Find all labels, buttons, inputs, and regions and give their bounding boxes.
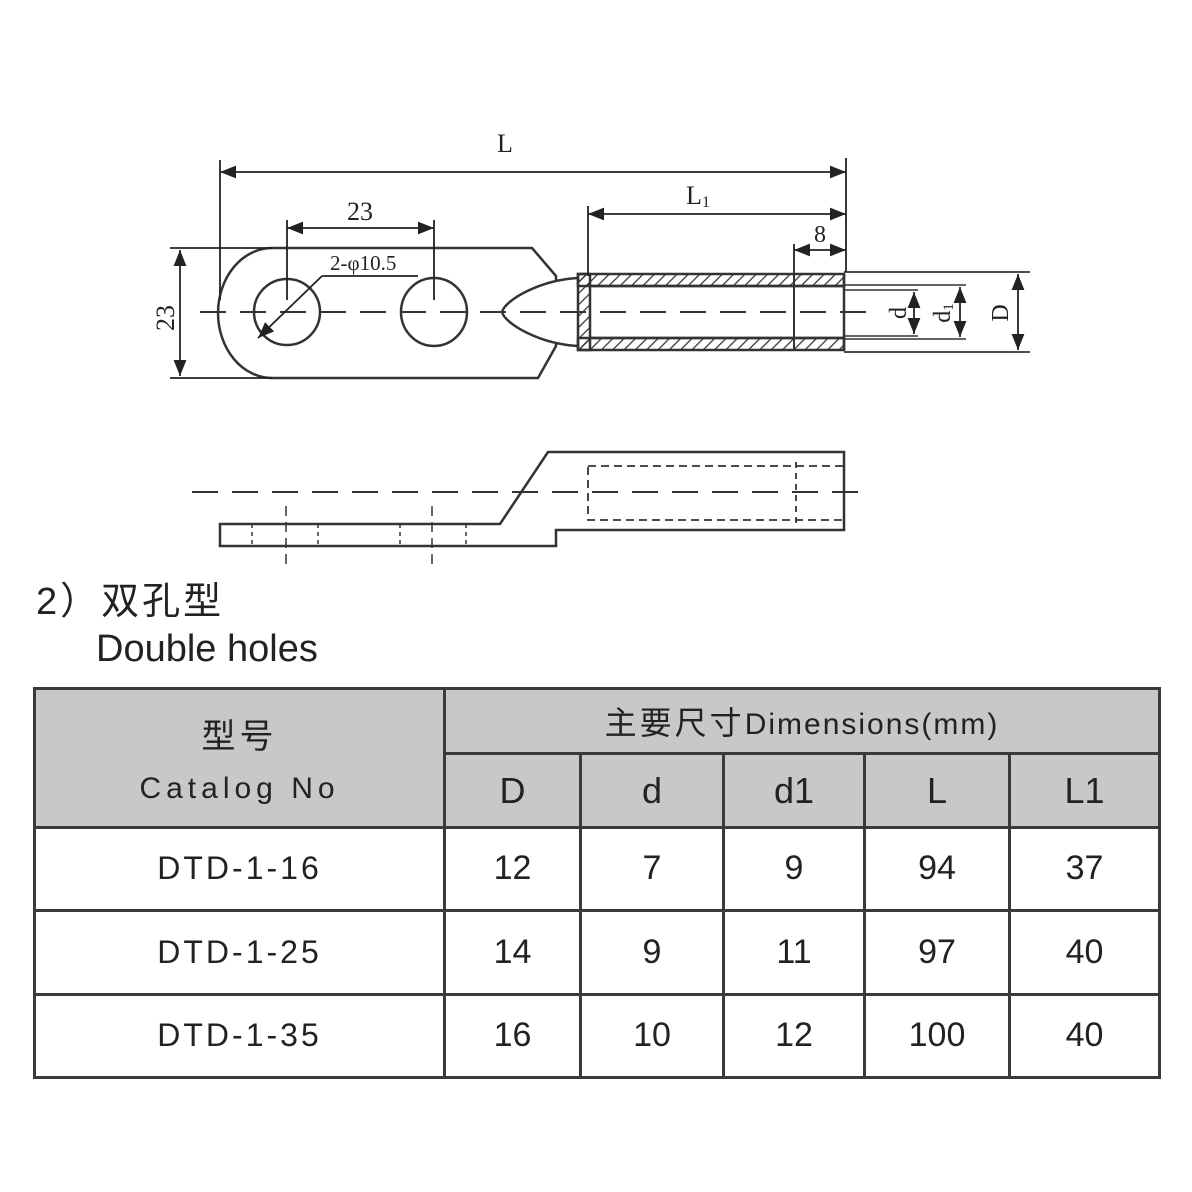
value-cell: 14 bbox=[443, 909, 582, 996]
table-row: DTD-1-25 14 9 11 97 40 bbox=[33, 909, 1162, 996]
col-header-L1: L1 bbox=[1007, 752, 1162, 829]
value-cell: 97 bbox=[863, 909, 1011, 996]
side-bore bbox=[587, 465, 845, 521]
value-cell: 10 bbox=[579, 992, 725, 1080]
value-cell: 9 bbox=[579, 909, 725, 996]
dimensions bbox=[170, 158, 1025, 379]
value-cell: 12 bbox=[722, 992, 866, 1080]
dimensions-header-en: Dimensions(mm) bbox=[744, 708, 1000, 742]
dimensions-table: 型号 Catalog No 主要尺寸Dimensions(mm) D d d1 … bbox=[33, 686, 1162, 1080]
dim-label-holes: 2-φ10.5 bbox=[330, 251, 396, 275]
value-cell: 11 bbox=[722, 909, 866, 996]
table-row: DTD-1-35 16 10 12 100 40 bbox=[33, 992, 1162, 1080]
barrel-wall-top bbox=[576, 272, 846, 288]
value-cell: 94 bbox=[863, 825, 1011, 913]
dim-label-D: D bbox=[988, 304, 1014, 321]
col-header-d1: d1 bbox=[722, 752, 866, 829]
dim-label-d1: d1 bbox=[930, 303, 957, 323]
barrel-wall-bottom bbox=[576, 336, 846, 352]
col-header-d: d bbox=[579, 752, 725, 829]
heading-cn: 2）双孔型 bbox=[36, 581, 225, 623]
value-cell: 40 bbox=[1007, 992, 1162, 1080]
section-heading: 2）双孔型 Double holes bbox=[36, 578, 318, 672]
value-cell: 16 bbox=[443, 992, 582, 1080]
side-outline bbox=[218, 450, 846, 548]
value-cell: 37 bbox=[1007, 825, 1162, 913]
value-cell: 7 bbox=[579, 825, 725, 913]
catalog-header: 型号 Catalog No bbox=[33, 687, 446, 829]
dimensions-header-cn: 主要尺寸 bbox=[604, 705, 745, 742]
col-header-D: D bbox=[443, 752, 582, 829]
value-cell: 40 bbox=[1007, 909, 1162, 996]
table-row: DTD-1-16 12 7 9 94 37 bbox=[33, 825, 1162, 913]
catalog-cell: DTD-1-25 bbox=[33, 909, 446, 996]
dim-label-8: 8 bbox=[814, 222, 826, 248]
value-cell: 9 bbox=[722, 825, 866, 913]
dimensions-header: 主要尺寸Dimensions(mm) bbox=[442, 686, 1162, 756]
value-cell: 100 bbox=[863, 992, 1011, 1080]
dim-label-23-left: 23 bbox=[151, 305, 180, 331]
side-view bbox=[192, 450, 872, 570]
dim-label-L1: L1 bbox=[686, 181, 710, 211]
col-header-L: L bbox=[863, 752, 1011, 829]
hole-leader bbox=[257, 275, 323, 339]
value-cell: 12 bbox=[443, 825, 582, 913]
catalog-cell: DTD-1-16 bbox=[33, 825, 446, 913]
technical-drawing: L L1 8 23 2-φ10.5 23 d d1 D bbox=[151, 129, 1030, 570]
catalog-header-en: Catalog No bbox=[139, 772, 340, 806]
dim-label-d: d bbox=[886, 307, 912, 319]
heading-en: Double holes bbox=[96, 628, 318, 670]
dim-label-23-top: 23 bbox=[347, 197, 373, 226]
top-view bbox=[200, 246, 1030, 380]
catalog-header-cn: 型号 bbox=[201, 718, 278, 757]
catalog-cell: DTD-1-35 bbox=[33, 992, 446, 1080]
dim-label-L: L bbox=[497, 129, 513, 158]
